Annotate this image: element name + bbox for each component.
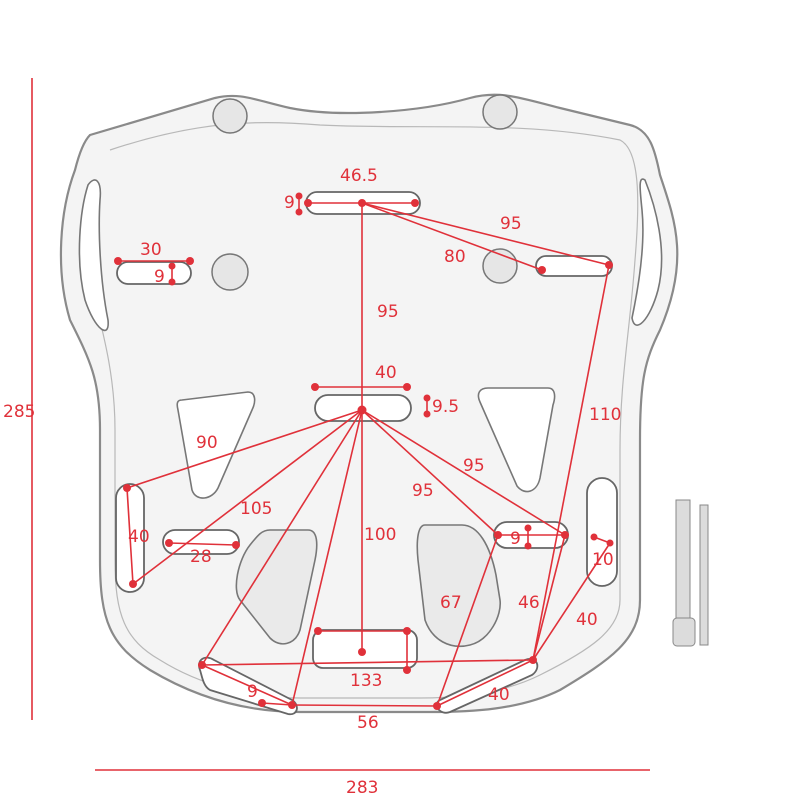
rack-plate	[59, 93, 679, 716]
bottom-center-slot	[312, 629, 418, 669]
label-center-to-left-vertical: 90	[196, 433, 218, 453]
bolt-shaft-2	[699, 504, 709, 646]
label-bottom-width: 56	[357, 713, 379, 733]
right-handle-cutout	[631, 178, 663, 326]
label-left-vertical-slot-length: 40	[128, 527, 150, 547]
label-top-slot-length: 46.5	[340, 166, 378, 186]
label-center-to-right-slot-a: 95	[463, 456, 485, 476]
lower-right-cutout	[416, 524, 501, 647]
label-top-slot-height: 9	[284, 193, 295, 213]
right-vertical-slot	[586, 477, 618, 587]
label-right-vertical-slot-width: 10	[592, 550, 614, 570]
measurement-points	[114, 192, 614, 710]
label-top-to-center-slot: 95	[377, 302, 399, 322]
label-bottom-left-slot-height: 9	[247, 682, 258, 702]
left-mid-boss	[211, 253, 249, 291]
label-overall-width: 283	[346, 778, 378, 798]
label-small-left-slot-length: 28	[190, 547, 212, 567]
bolt-head	[672, 617, 696, 647]
label-bottom-span: 133	[350, 671, 382, 691]
label-center-slot-height: 9.5	[432, 397, 459, 417]
label-top-to-right-slot-angled: 80	[444, 247, 466, 267]
label-center-to-right-slot-b: 95	[412, 481, 434, 501]
lower-left-cutout	[235, 529, 318, 645]
label-right-side-span: 110	[589, 405, 621, 425]
left-small-slot	[162, 529, 240, 555]
label-center-to-bottom-center: 100	[364, 525, 396, 545]
label-bottom-right-slot-length: 40	[488, 685, 510, 705]
label-inner-diagonal: 67	[440, 593, 462, 613]
left-triangle-cutout	[176, 391, 256, 499]
top-right-boss	[482, 94, 518, 130]
label-overall-height: 285	[3, 402, 35, 422]
label-left-slot-length: 30	[140, 240, 162, 260]
right-triangle-cutout	[477, 387, 556, 493]
label-right-small-slot-height: 9	[510, 529, 521, 549]
left-handle-cutout	[78, 179, 109, 332]
mounting-bolts	[672, 499, 709, 647]
label-center-to-bottom-left: 105	[240, 499, 272, 519]
label-top-to-right-slot: 95	[500, 214, 522, 234]
label-center-slot-length: 40	[375, 363, 397, 383]
bolt-shaft	[675, 499, 691, 621]
label-right-lower: 40	[576, 610, 598, 630]
dimension-labels: 285 283 46.5 9 95 80 30 9 95 40 9.5 110 …	[3, 166, 621, 798]
label-right-diagonal: 46	[518, 593, 540, 613]
label-left-slot-height: 9	[154, 267, 165, 287]
right-upper-slot	[535, 255, 613, 277]
top-left-boss	[212, 98, 248, 134]
